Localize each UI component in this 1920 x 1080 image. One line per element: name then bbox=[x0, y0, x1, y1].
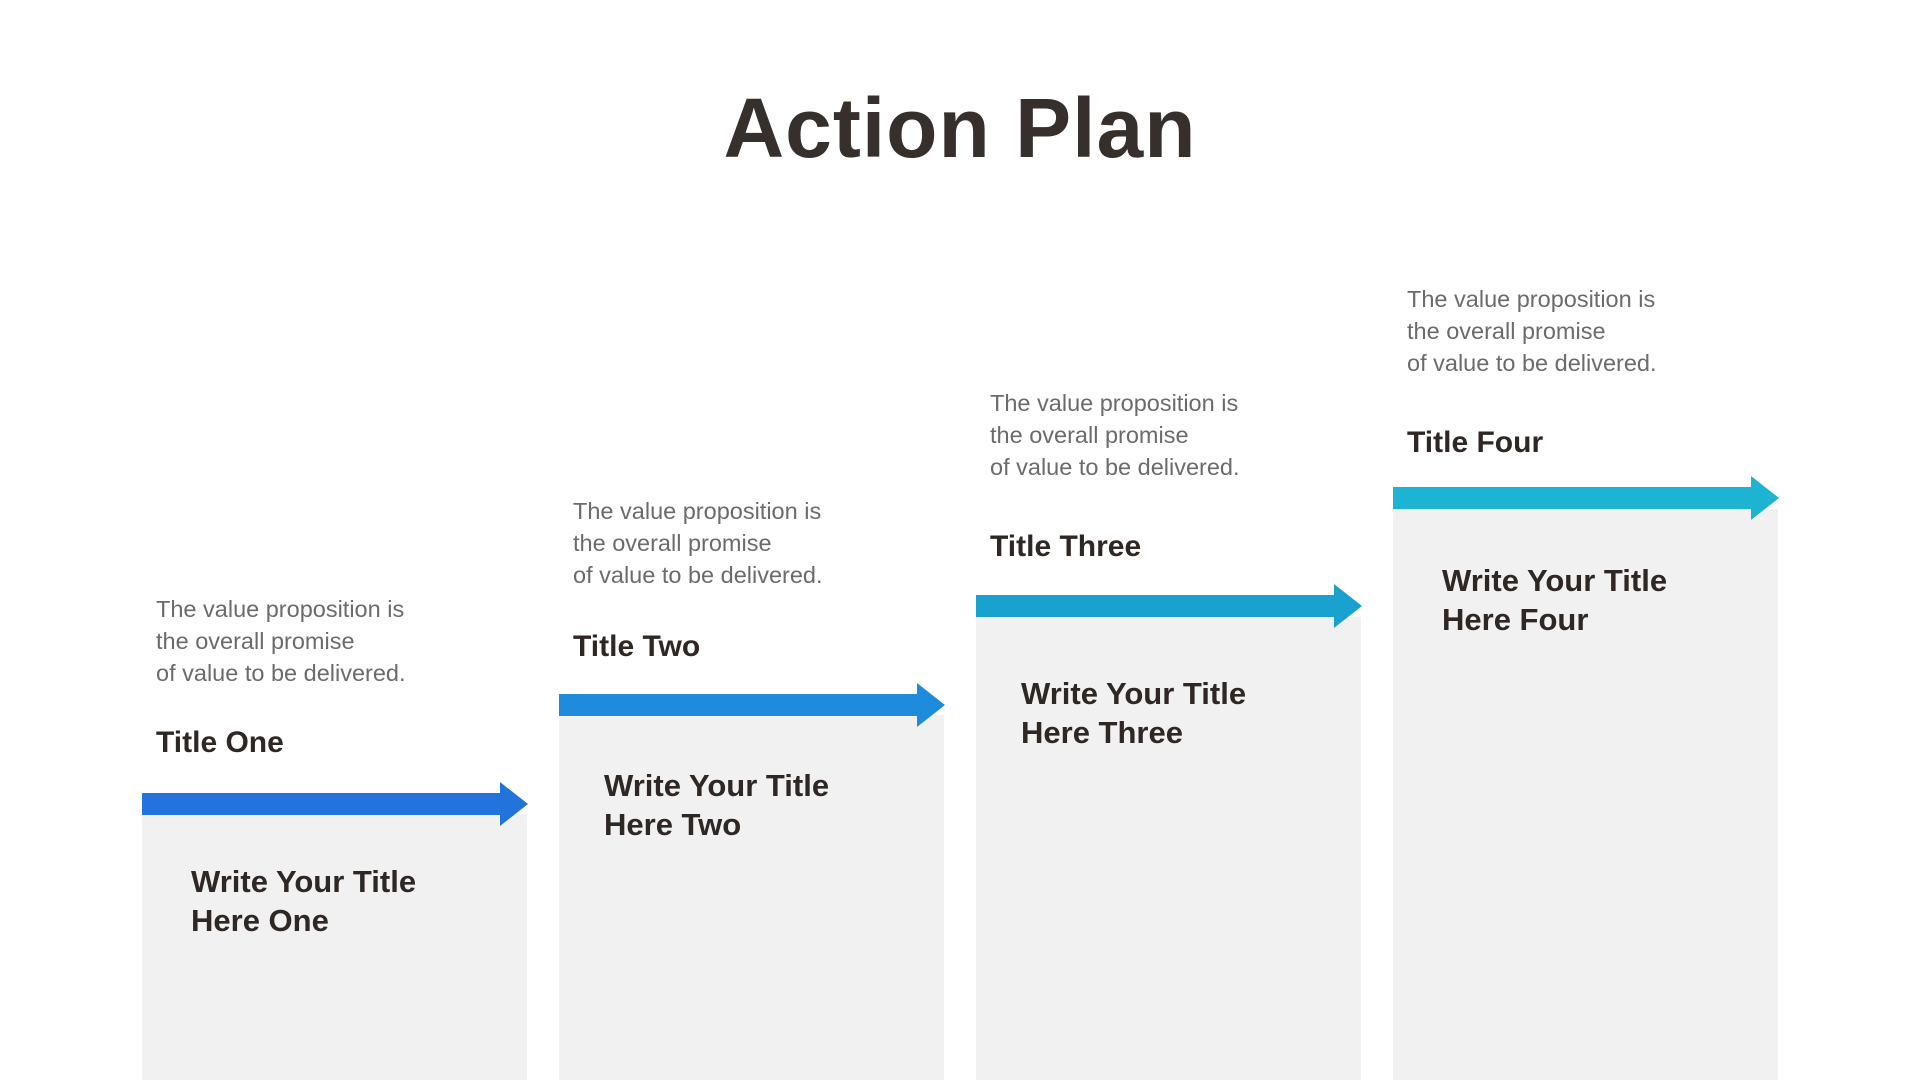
step-column-3: The value proposition is the overall pro… bbox=[976, 0, 1362, 1080]
step-description: The value proposition is the overall pro… bbox=[1407, 286, 1657, 376]
arrow-shape bbox=[976, 584, 1362, 628]
arrow-right-icon bbox=[976, 584, 1362, 628]
arrow-right-icon bbox=[142, 782, 528, 826]
step-description: The value proposition is the overall pro… bbox=[573, 498, 823, 588]
slide-title: Action Plan bbox=[723, 81, 1197, 175]
step-description: The value proposition is the overall pro… bbox=[156, 596, 406, 686]
arrow-shape bbox=[1393, 476, 1779, 520]
step-description: The value proposition is the overall pro… bbox=[990, 390, 1240, 480]
step-body-title: Write Your Title Here One bbox=[191, 864, 417, 938]
arrow-right-icon bbox=[1393, 476, 1779, 520]
step-column-2: The value proposition is the overall pro… bbox=[559, 0, 945, 1080]
step-box bbox=[142, 814, 527, 1080]
step-column-1: The value proposition is the overall pro… bbox=[142, 0, 528, 1080]
step-title: Title Three bbox=[990, 530, 1142, 563]
arrow-right-icon bbox=[559, 683, 945, 727]
step-title: Title Two bbox=[573, 630, 701, 663]
step-box bbox=[559, 715, 944, 1080]
step-body-title: Write Your Title Here Four bbox=[1442, 563, 1668, 637]
step-body-title: Write Your Title Here Three bbox=[1021, 676, 1247, 750]
step-box bbox=[976, 617, 1361, 1080]
arrow-shape bbox=[559, 683, 945, 727]
arrow-shape bbox=[142, 782, 528, 826]
step-title: Title Four bbox=[1407, 426, 1544, 459]
step-title: Title One bbox=[156, 726, 284, 759]
step-column-4: The value proposition is the overall pro… bbox=[1393, 0, 1779, 1080]
step-box bbox=[1393, 509, 1778, 1080]
step-body-title: Write Your Title Here Two bbox=[604, 768, 830, 842]
